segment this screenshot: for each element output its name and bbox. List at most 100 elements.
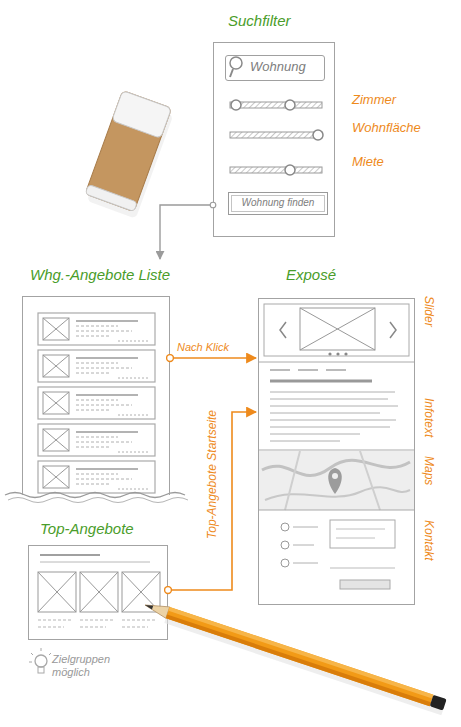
eraser xyxy=(112,90,172,138)
submit-button: Wohnung finden xyxy=(228,192,328,215)
screen-frame xyxy=(258,298,415,605)
top-offer-tiles xyxy=(122,620,156,621)
top-offer-tiles xyxy=(38,572,76,612)
lightbulb-icon xyxy=(29,648,51,673)
torn-edge xyxy=(5,493,188,503)
expose-map xyxy=(265,487,410,500)
expose-contact xyxy=(281,523,289,531)
expose-map xyxy=(262,460,410,475)
pencil xyxy=(430,695,447,711)
expose-infotext xyxy=(326,369,346,371)
expose-contact xyxy=(336,529,385,530)
expose-infotext xyxy=(258,450,415,451)
lightbulb-icon xyxy=(41,648,42,651)
top-offer-tiles xyxy=(122,572,160,612)
range-slider xyxy=(230,102,322,108)
expose-contact xyxy=(293,545,314,546)
screen-title: Top-Angebote xyxy=(40,520,134,537)
range-slider xyxy=(313,130,323,140)
annotation: Miete xyxy=(352,155,384,170)
expose-slider xyxy=(264,304,409,356)
top-offer-tiles xyxy=(38,620,72,621)
expose-infotext xyxy=(270,413,380,414)
range-slider xyxy=(230,167,322,173)
screen-frame xyxy=(28,545,168,640)
eraser xyxy=(85,184,137,211)
expose-map xyxy=(259,451,414,510)
expose-slider xyxy=(336,352,339,355)
eraser xyxy=(83,90,175,218)
torn-edge xyxy=(8,498,188,503)
eraser xyxy=(87,97,173,218)
expose-slider xyxy=(328,352,331,355)
expose-infotext xyxy=(270,434,360,435)
pencil xyxy=(166,607,434,706)
expose-infotext xyxy=(270,420,396,421)
screen-title: Whg.-Angebote Liste xyxy=(30,266,170,283)
search-field: Wohnung xyxy=(225,55,325,81)
pencil xyxy=(144,603,153,609)
expose-slider xyxy=(390,322,396,338)
top-offer-tiles xyxy=(122,627,148,628)
torn-edge xyxy=(5,493,185,498)
pencil xyxy=(142,599,447,715)
pencil xyxy=(164,617,443,715)
expose-slider xyxy=(300,308,375,350)
expose-contact xyxy=(281,520,395,589)
expose-infotext xyxy=(258,370,415,450)
screen-mockup: Exposé xyxy=(258,262,415,605)
edge-label: Top-Angebote Startseite xyxy=(206,410,220,539)
annotation: Zielgruppen möglich xyxy=(52,653,132,678)
annotation: Maps xyxy=(421,456,435,485)
annotation: Zimmer xyxy=(352,93,396,108)
expose-contact xyxy=(330,568,395,569)
list-rows xyxy=(38,313,155,493)
expose-contact xyxy=(293,527,318,528)
expose-map xyxy=(258,510,415,511)
list-rows xyxy=(38,313,155,345)
expose-contact xyxy=(281,541,289,549)
expose-contact xyxy=(340,580,390,589)
eraser xyxy=(83,90,175,218)
lightbulb-icon xyxy=(35,655,47,667)
top-offer-tiles xyxy=(80,572,118,612)
lightbulb-icon xyxy=(38,667,44,673)
range-slider xyxy=(230,132,322,138)
range-slider xyxy=(285,100,295,110)
lightbulb-icon xyxy=(31,653,33,655)
screen-mockup: SuchfilterWohnungWohnung finden xyxy=(213,8,335,237)
expose-map xyxy=(258,451,415,510)
top-offer-tiles xyxy=(40,554,100,556)
expose-infotext xyxy=(270,380,372,383)
screen-mockup: Top-Angebote xyxy=(28,516,168,640)
list-rows xyxy=(38,461,155,493)
expose-map xyxy=(332,473,338,479)
top-offer-tiles xyxy=(38,627,64,628)
screen-title: Exposé xyxy=(286,266,336,283)
range-slider xyxy=(285,165,295,175)
top-offer-tiles xyxy=(38,572,76,612)
expose-infotext xyxy=(270,369,290,371)
top-offer-tiles xyxy=(40,562,150,563)
ui-text: Wohnung xyxy=(250,60,306,75)
annotation: Wohnfläche xyxy=(352,121,421,136)
list-rows xyxy=(38,387,155,419)
expose-infotext xyxy=(270,399,388,400)
expose-slider xyxy=(258,362,415,363)
expose-infotext xyxy=(270,406,398,407)
eraser xyxy=(85,90,171,211)
expose-contact xyxy=(281,559,289,567)
expose-infotext xyxy=(270,441,340,442)
top-offer-tiles xyxy=(80,572,118,612)
range-slider xyxy=(230,100,323,175)
expose-contact xyxy=(293,563,318,564)
list-rows xyxy=(38,350,155,382)
screen-frame xyxy=(22,296,170,495)
annotation: Kontakt xyxy=(421,520,435,561)
flow-arrow xyxy=(170,357,256,359)
expose-slider xyxy=(344,352,347,355)
